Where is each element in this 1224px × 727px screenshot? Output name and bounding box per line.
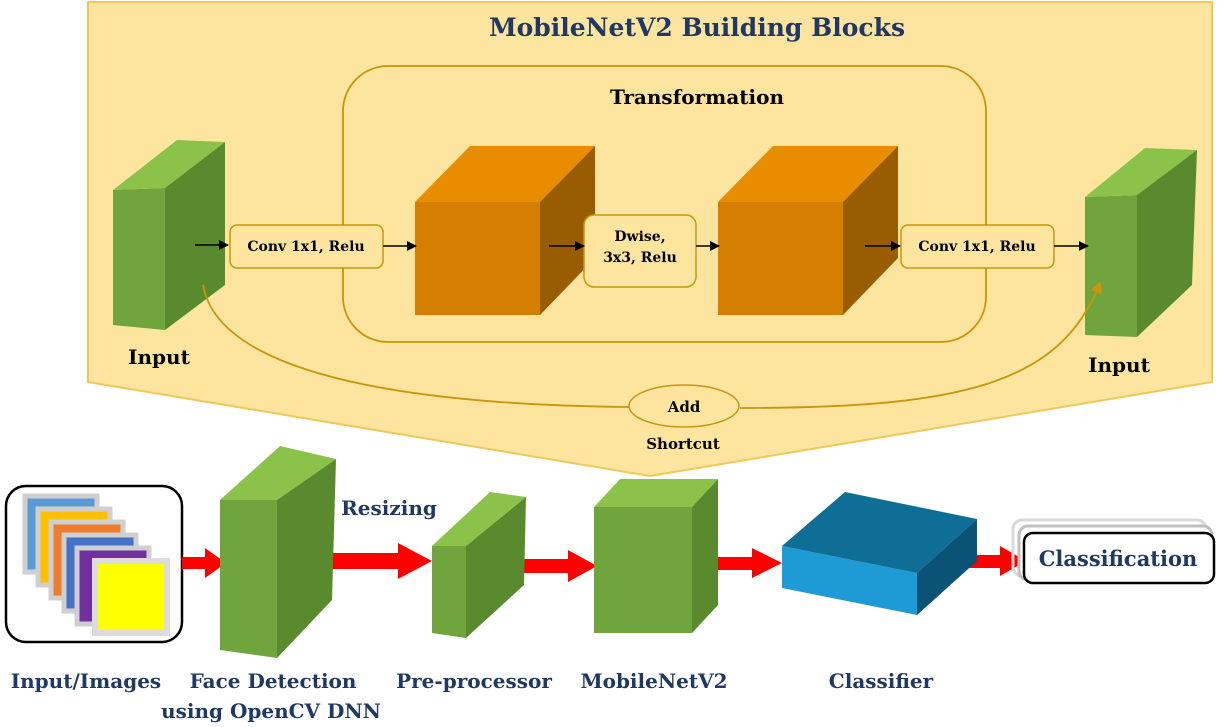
feature-cube-2 — [718, 146, 898, 315]
dwise-label-line2: 3x3, Relu — [603, 250, 677, 266]
resizing-label: Resizing — [341, 496, 437, 520]
flow-arrows — [195, 240, 1089, 251]
stage-label-face-detection: Face Detection — [190, 669, 357, 693]
feature-cube-1 — [415, 146, 595, 315]
arrow-classifier-to-classification — [956, 546, 1026, 576]
pipeline-arrows — [182, 543, 1026, 582]
arrow-input-to-detection — [182, 548, 226, 578]
building-blocks-title: MobileNetV2 Building Blocks — [489, 13, 905, 42]
input-left-label: Input — [128, 345, 190, 369]
dwise-box — [583, 214, 697, 288]
arrow-mobilenet-to-classifier — [707, 548, 782, 578]
classification-label: Classification — [1039, 546, 1198, 571]
input-block-right — [1085, 148, 1197, 337]
classifier-block — [782, 492, 977, 615]
preprocessor-block — [432, 492, 526, 638]
input-block-left — [113, 140, 225, 330]
stage-label-classifier: Classifier — [829, 669, 934, 693]
add-label: Add — [667, 398, 701, 416]
transformation-box — [342, 65, 987, 343]
transformation-label: Transformation — [610, 85, 785, 109]
face-detection-block — [220, 446, 336, 658]
image-stack-icon — [22, 493, 170, 636]
stage-label-preprocessor: Pre-processor — [396, 669, 552, 693]
stage-label-face-detection-line2: using OpenCV DNN — [161, 699, 381, 723]
conv2-label: Conv 1x1, Relu — [918, 239, 1035, 255]
shortcut-label: Shortcut — [646, 435, 720, 453]
input-right-label: Input — [1088, 353, 1150, 377]
add-node — [628, 384, 740, 428]
shortcut-curve-right — [739, 281, 1102, 409]
shortcut-curve-left — [202, 284, 630, 408]
conv1-label: Conv 1x1, Relu — [247, 239, 364, 255]
arrow-preprocessor-to-mobilenet — [489, 550, 597, 582]
stage-label-mobilenet: MobileNetV2 — [580, 669, 727, 693]
mobilenet-block — [594, 479, 718, 633]
dwise-label-line1: Dwise, — [614, 229, 665, 245]
stage-label-input-images: Input/Images — [11, 669, 161, 693]
arrow-detection-to-preprocessor — [302, 543, 432, 579]
classification-box — [1022, 531, 1216, 585]
